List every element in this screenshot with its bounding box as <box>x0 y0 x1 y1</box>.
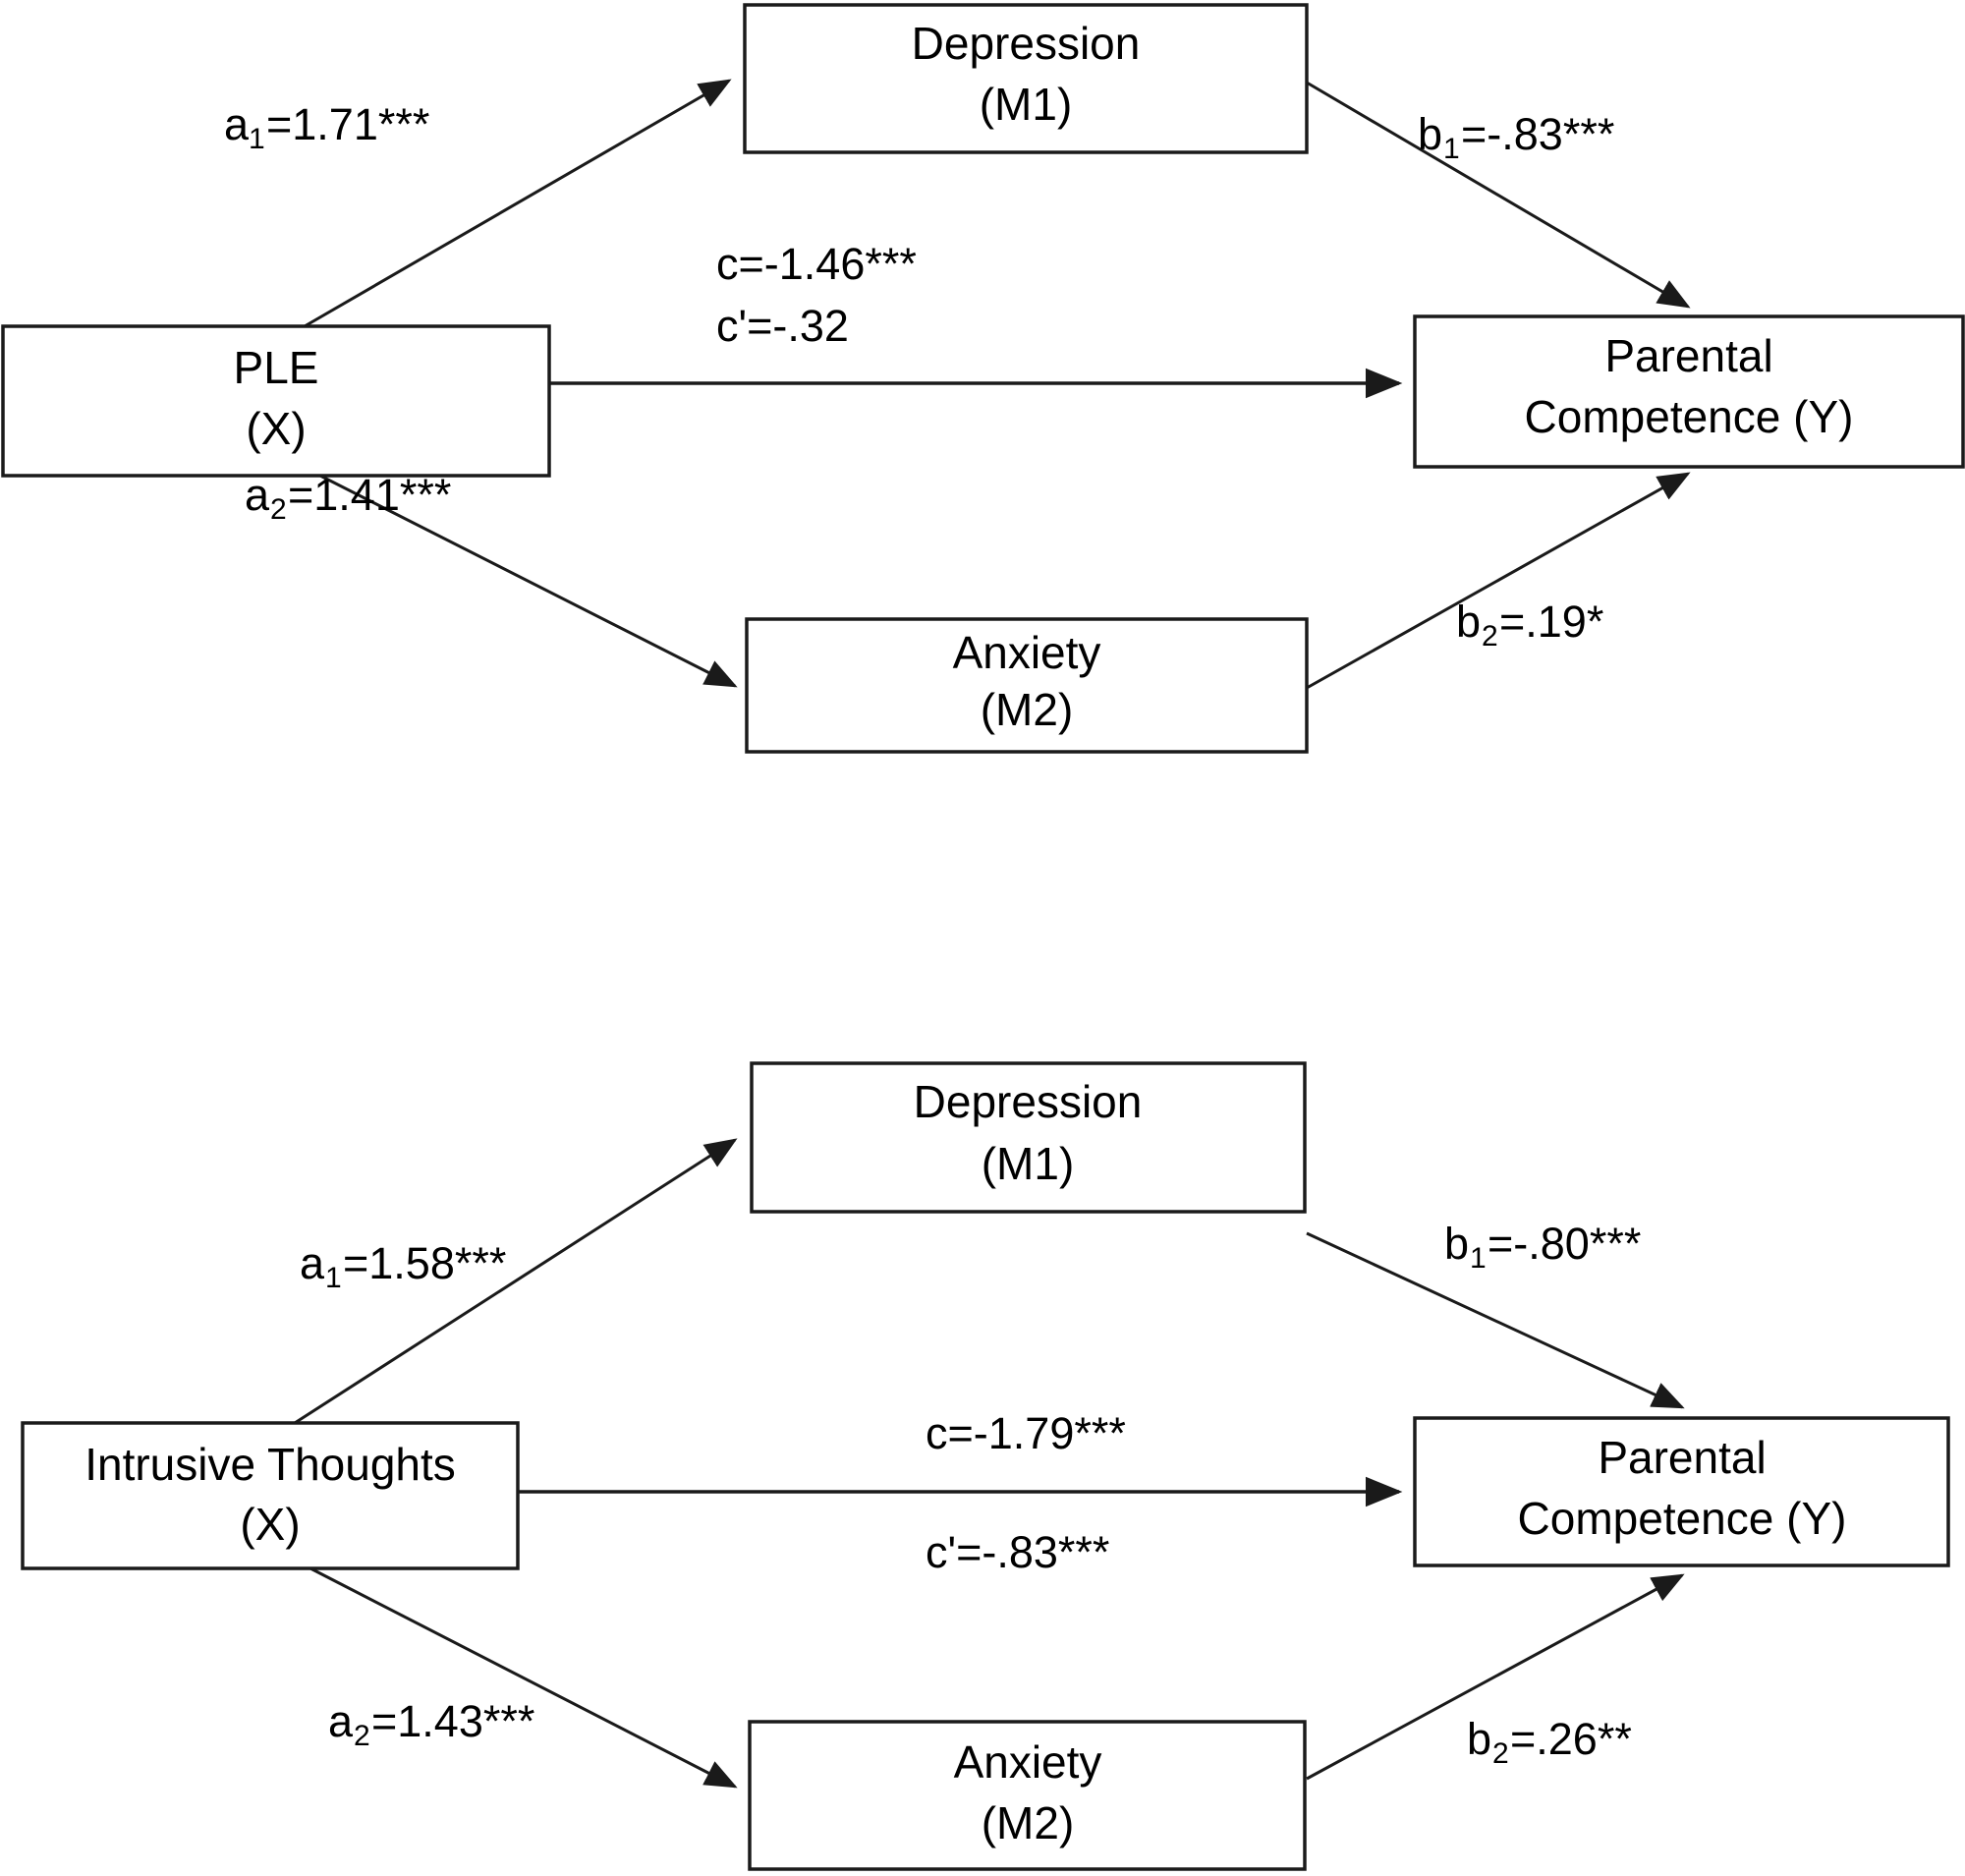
label-a1-model1: a 1 =1.71*** <box>224 99 429 155</box>
label-a2-model1-base: a <box>245 470 270 520</box>
label-a1-model2: a 1 =1.58*** <box>300 1238 506 1294</box>
node-anxiety-m2-model2[interactable] <box>748 1720 1307 1871</box>
path-b1-arrow <box>1306 81 1691 309</box>
node-intrusive-thoughts-x-model2-line1: Intrusive Thoughts <box>84 1439 456 1490</box>
node-depression-m1-model1-line1: Depression <box>912 18 1141 69</box>
label-a2-model2-subscript: 2 <box>354 1720 370 1752</box>
label-b1-model2-subscript: 1 <box>1470 1242 1487 1275</box>
node-parental-competence-y-model2-line1: Parental <box>1598 1432 1766 1483</box>
label-a1-model1-subscript: 1 <box>249 123 265 155</box>
path-b2-arrow-model2 <box>1306 1573 1685 1781</box>
label-a1-model1-value: =1.71*** <box>266 99 429 149</box>
path-b1-arrow-model2 <box>1306 1231 1685 1409</box>
label-a1-model2-base: a <box>300 1238 325 1288</box>
label-a1-model1-base: a <box>224 99 250 149</box>
label-b1-model2: b 1 =-.80*** <box>1444 1219 1641 1275</box>
node-ple-x-model1[interactable] <box>1 324 551 478</box>
label-a2-model2-base: a <box>328 1696 354 1746</box>
label-b2-model1-subscript: 2 <box>1482 620 1498 653</box>
label-b2-model1-base: b <box>1456 597 1481 647</box>
label-b1-model1-subscript: 1 <box>1443 133 1460 165</box>
label-c-prime-model2: c'=-.83*** <box>926 1527 1109 1577</box>
label-b1-model1-base: b <box>1418 109 1442 159</box>
path-a1-arrow <box>304 79 732 328</box>
label-c-model1: c=-1.46*** <box>716 239 917 289</box>
node-parental-competence-y-model2-line2: Competence (Y) <box>1518 1493 1847 1544</box>
node-parental-competence-y-model2[interactable] <box>1413 1416 1950 1567</box>
node-ple-x-model1-line2: (X) <box>246 403 306 454</box>
node-parental-competence-y-model1-line2: Competence (Y) <box>1525 391 1854 442</box>
label-c-model2: c=-1.79*** <box>926 1408 1126 1458</box>
label-b2-model1-value: =.19* <box>1499 597 1603 647</box>
node-anxiety-m2-model1[interactable] <box>745 617 1309 754</box>
node-depression-m1-model2-line2: (M1) <box>982 1138 1075 1189</box>
node-anxiety-m2-model2-line1: Anxiety <box>954 1736 1102 1788</box>
node-ple-x-model1-line1: PLE <box>234 342 319 393</box>
node-parental-competence-y-model1[interactable] <box>1413 314 1965 469</box>
label-b2-model2-value: =.26** <box>1510 1714 1632 1764</box>
label-a2-model2: a 2 =1.43*** <box>328 1696 534 1752</box>
node-anxiety-m2-model1-line2: (M2) <box>981 684 1074 735</box>
label-a1-model2-subscript: 1 <box>325 1262 342 1294</box>
label-a2-model1-subscript: 2 <box>270 493 287 526</box>
label-b1-model2-base: b <box>1444 1219 1469 1269</box>
label-a2-model2-value: =1.43*** <box>371 1696 534 1746</box>
node-depression-m1-model1-line2: (M1) <box>980 79 1073 130</box>
node-depression-m1-model1[interactable] <box>743 3 1309 154</box>
label-c-prime-model1: c'=-.32 <box>716 301 849 351</box>
label-b2-model2: b 2 =.26** <box>1467 1714 1632 1770</box>
path-a2-arrow-model2 <box>309 1566 738 1789</box>
label-b2-model2-subscript: 2 <box>1492 1737 1509 1770</box>
path-a2-arrow <box>311 470 738 688</box>
node-parental-competence-y-model1-line1: Parental <box>1604 330 1772 381</box>
node-intrusive-thoughts-x-model2[interactable] <box>21 1421 520 1570</box>
label-b2-model2-base: b <box>1467 1714 1491 1764</box>
path-a1-arrow-model2 <box>294 1138 738 1425</box>
path-b2-arrow <box>1306 472 1691 690</box>
label-a2-model1-value: =1.41*** <box>288 470 451 520</box>
label-a2-model1: a 2 =1.41*** <box>245 470 451 526</box>
label-b1-model1: b 1 =-.83*** <box>1418 109 1614 165</box>
label-b2-model1: b 2 =.19* <box>1456 597 1603 653</box>
node-intrusive-thoughts-x-model2-line2: (X) <box>240 1499 300 1550</box>
label-b1-model2-value: =-.80*** <box>1488 1219 1641 1269</box>
model-1-group: Depression (M1) PLE (X) Parental Compete… <box>1 3 1965 754</box>
node-depression-m1-model2[interactable] <box>750 1061 1307 1214</box>
node-anxiety-m2-model1-line1: Anxiety <box>953 627 1101 678</box>
node-anxiety-m2-model2-line2: (M2) <box>982 1797 1075 1848</box>
label-a1-model2-value: =1.58*** <box>343 1238 506 1288</box>
label-b1-model1-value: =-.83*** <box>1461 109 1614 159</box>
model-2-group: Depression (M1) Intrusive Thoughts (X) P… <box>21 1061 1950 1871</box>
node-depression-m1-model2-line1: Depression <box>914 1076 1143 1127</box>
